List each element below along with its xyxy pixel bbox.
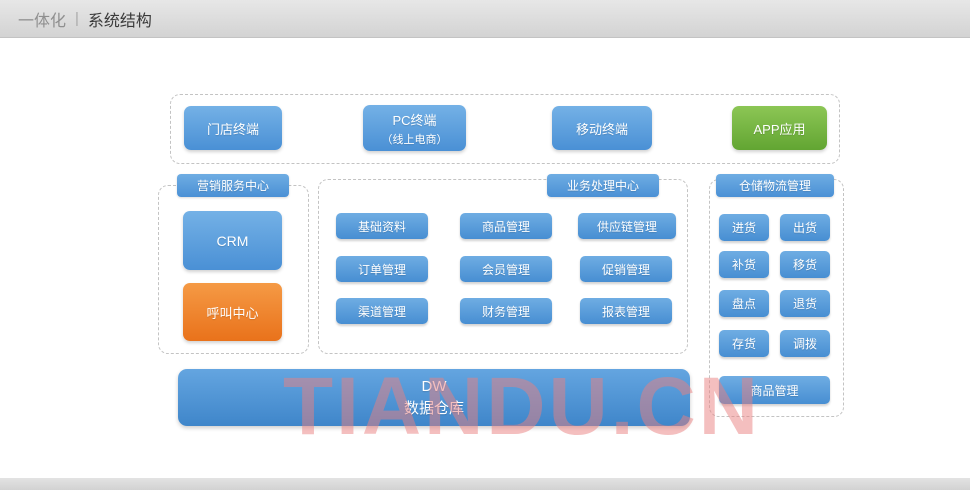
business-item-product-mgmt: 商品管理 [460, 213, 552, 239]
business-panel [318, 179, 688, 354]
business-item-label: 财务管理 [481, 304, 530, 319]
app-label: APP应用 [753, 121, 806, 137]
warehouse-item-allocation: 调拨 [780, 330, 830, 357]
crm-block: CRM [183, 211, 282, 270]
business-center-tag: 业务处理中心 [547, 174, 659, 197]
business-item-label: 供应链管理 [596, 219, 657, 234]
terminals-panel [170, 94, 840, 164]
page-header: 一体化 | 系统结构 [0, 0, 970, 38]
warehouse-item-stocktake: 盘点 [719, 290, 769, 317]
warehouse-item-label: 补货 [731, 258, 756, 272]
app-block: APP应用 [732, 106, 827, 150]
business-center-title: 业务处理中心 [566, 179, 639, 193]
warehouse-item-outbound: 出货 [780, 214, 830, 241]
brand-text: 一体化 [18, 12, 67, 30]
business-item-label: 会员管理 [481, 262, 530, 277]
warehouse-item-label: 存货 [731, 337, 756, 351]
mobile-terminal-label: 移动终端 [575, 121, 628, 137]
warehouse-item-transfer: 移货 [780, 251, 830, 278]
dw-code: DW [421, 377, 447, 395]
warehouse-item-replenish: 补货 [719, 251, 769, 278]
page-footer-strip [0, 478, 970, 490]
business-item-label: 渠道管理 [357, 304, 406, 319]
warehouse-item-storage: 存货 [719, 330, 769, 357]
warehouse-title: 仓储物流管理 [738, 179, 811, 193]
warehouse-item-inbound: 进货 [719, 214, 769, 241]
warehouse-item-label: 退货 [792, 297, 817, 311]
business-item-supply-chain: 供应链管理 [578, 213, 676, 239]
warehouse-item-label: 盘点 [731, 297, 756, 311]
marketing-center-tag: 营销服务中心 [177, 174, 289, 197]
business-item-report-mgmt: 报表管理 [580, 298, 672, 324]
warehouse-item-returns: 退货 [780, 290, 830, 317]
call-center-label: 呼叫中心 [206, 305, 259, 321]
warehouse-item-label: 进货 [731, 221, 756, 235]
warehouse-tag: 仓储物流管理 [716, 174, 834, 197]
store-terminal-block: 门店终端 [184, 106, 282, 150]
business-item-label: 促销管理 [601, 262, 650, 277]
dw-name: 数据仓库 [403, 399, 464, 417]
pc-terminal-sublabel: （线上电商） [381, 133, 448, 146]
marketing-center-title: 营销服务中心 [196, 179, 269, 193]
diagram-canvas: 门店终端 PC终端 （线上电商） 移动终端 APP应用 营销服务中心 CRM 呼… [0, 38, 970, 478]
warehouse-item-label: 移货 [792, 258, 817, 272]
page-title: 系统结构 [87, 12, 152, 30]
business-item-member-mgmt: 会员管理 [460, 256, 552, 282]
business-item-finance-mgmt: 财务管理 [460, 298, 552, 324]
call-center-block: 呼叫中心 [183, 283, 282, 341]
business-item-label: 订单管理 [357, 262, 406, 277]
warehouse-item-label: 调拨 [792, 337, 817, 351]
business-item-order-mgmt: 订单管理 [336, 256, 428, 282]
mobile-terminal-block: 移动终端 [552, 106, 652, 150]
pc-terminal-label: PC终端 [392, 112, 437, 128]
pc-terminal-block: PC终端 （线上电商） [363, 105, 466, 151]
header-separator: | [75, 10, 79, 27]
business-item-label: 报表管理 [601, 304, 650, 319]
warehouse-item-label: 商品管理 [750, 383, 799, 398]
warehouse-item-label: 出货 [792, 221, 817, 235]
business-item-channel-mgmt: 渠道管理 [336, 298, 428, 324]
business-item-basic-data: 基础资料 [336, 213, 428, 239]
business-item-label: 基础资料 [357, 219, 406, 234]
crm-label: CRM [216, 232, 249, 249]
data-warehouse-bar: DW 数据仓库 [178, 369, 690, 426]
business-item-promo-mgmt: 促销管理 [580, 256, 672, 282]
warehouse-item-product-mgmt: 商品管理 [719, 376, 830, 404]
business-item-label: 商品管理 [481, 219, 530, 234]
store-terminal-label: 门店终端 [206, 121, 259, 137]
